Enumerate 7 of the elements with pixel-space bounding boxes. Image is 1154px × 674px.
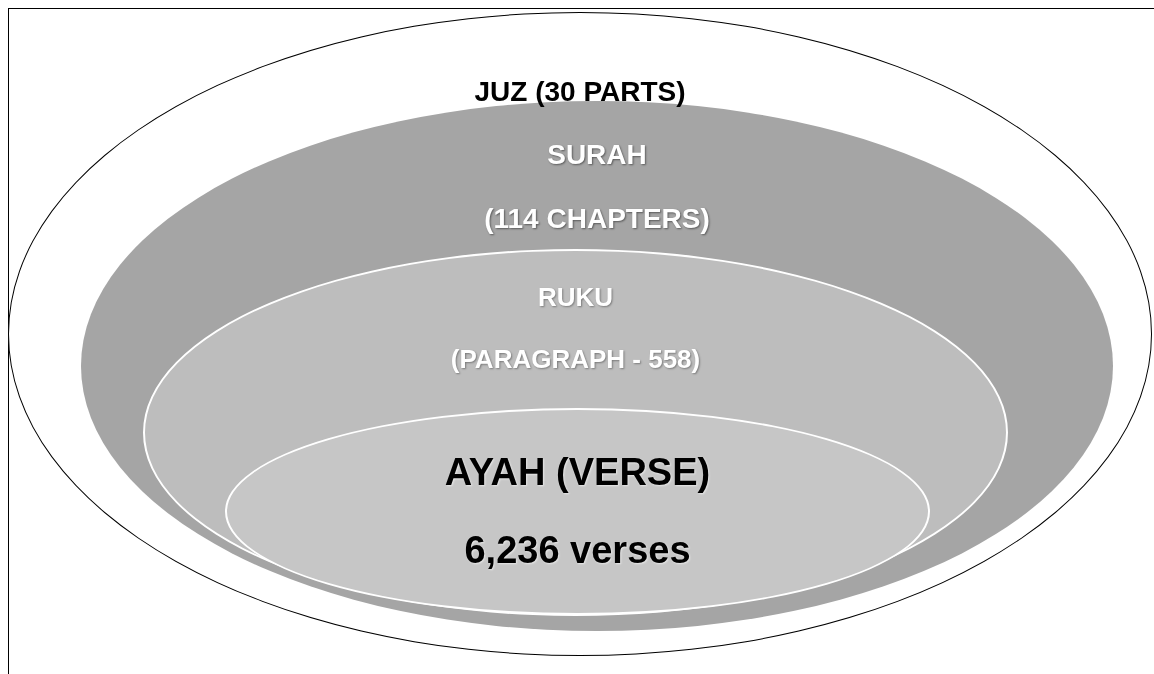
ellipse-label: 6,236 verses [464,528,691,573]
ellipse-label: (114 CHAPTERS) [484,202,710,236]
ellipse-label: JUZ (30 PARTS) [474,75,686,109]
ellipse-label: RUKU [537,282,614,314]
ellipse-label: SURAH [547,138,647,172]
ellipse-label: AYAH (VERSE) [444,450,711,495]
ellipse-label: (PARAGRAPH - 558) [450,344,701,376]
